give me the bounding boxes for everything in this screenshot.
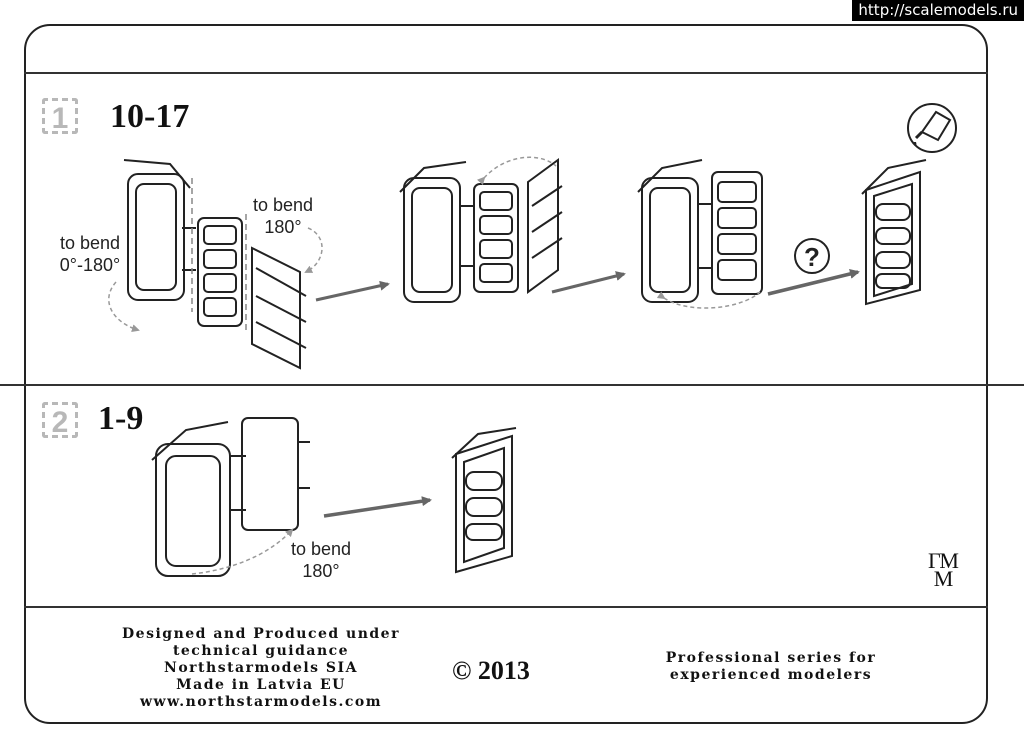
series-note: Professional series for experienced mode… — [612, 650, 930, 684]
credit-line: www.northstarmodels.com — [139, 694, 383, 710]
top-divider — [24, 72, 988, 74]
note-line: 180° — [264, 217, 302, 237]
step-2-note: to bend 180° — [284, 538, 358, 582]
step-divider — [0, 384, 1024, 386]
credit-line: Designed and Produced under — [122, 626, 400, 642]
note-line: to bend — [252, 195, 314, 215]
credit-line: Made in Latvia EU — [176, 677, 346, 693]
step-1-arrow-1 — [315, 280, 390, 302]
step-1-arrow-2 — [551, 271, 626, 294]
series-line: Professional series for — [665, 650, 877, 666]
logo-top: ГМ — [928, 548, 959, 573]
note-line: 180° — [302, 561, 340, 581]
question-mark: ? — [804, 242, 820, 272]
footer-divider — [24, 606, 988, 608]
copyright: © 2013 — [452, 656, 530, 685]
step-2-arrow — [323, 496, 432, 518]
step-1-result-hatch — [861, 159, 927, 306]
bend-arrow-right — [304, 227, 323, 273]
step-2-parts: 1-9 — [98, 400, 144, 437]
step-1-note-right: to bend 180° — [246, 194, 320, 238]
glue-icon — [907, 103, 957, 153]
step-2-result-hatch — [451, 427, 517, 574]
note-line: 0°-180° — [59, 255, 121, 275]
step-1-arrow-3 — [767, 269, 860, 296]
credit-line: Northstarmodels SIA — [164, 660, 358, 676]
watermark: http://scalemodels.ru — [852, 0, 1024, 21]
instruction-frame — [24, 24, 988, 724]
note-line: to bend — [290, 539, 352, 559]
step-2-number: 2 — [42, 402, 78, 439]
bend-arrow-step-2 — [191, 528, 294, 575]
bend-arrow-bottom — [656, 291, 761, 309]
step-1-exploded-parts — [123, 159, 307, 370]
question-icon — [794, 238, 830, 274]
bend-arrow-left — [108, 281, 140, 333]
step-1-note-left: to bend 0°-180° — [50, 232, 130, 276]
credit-line: technical guidance — [172, 643, 350, 659]
step-1-hinged-stage — [637, 159, 763, 303]
bend-arrow-top — [476, 156, 557, 186]
gm-logo: ГМ М — [928, 548, 959, 591]
note-line: to bend — [59, 233, 121, 253]
step-1-folded-stage — [399, 158, 563, 303]
step-1-parts: 10-17 — [110, 98, 190, 135]
logo-bottom: М — [933, 566, 954, 591]
step-1-number: 1 — [42, 98, 78, 135]
step-2-exploded-parts — [151, 417, 310, 577]
footer-credits: Designed and Produced under technical gu… — [38, 626, 484, 711]
series-line: experienced modelers — [669, 667, 873, 683]
